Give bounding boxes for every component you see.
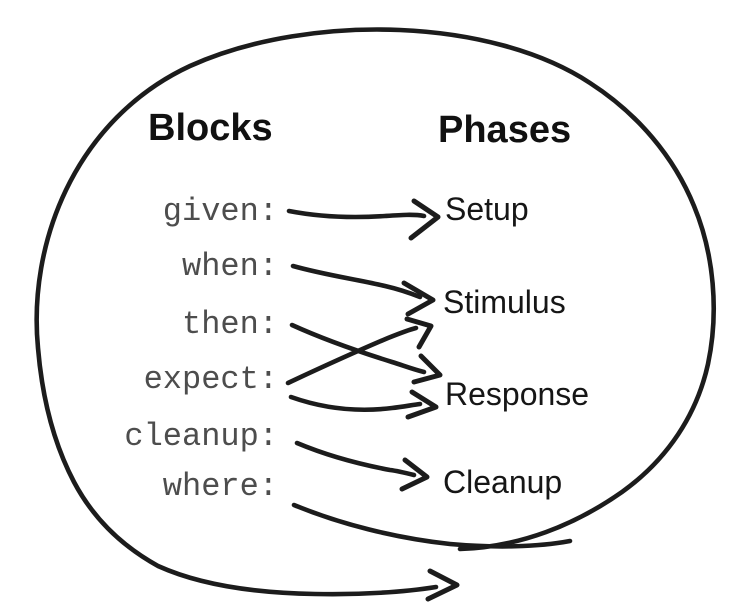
block-label-expect: expect:	[143, 361, 278, 398]
phase-label-setup: Setup	[445, 191, 529, 227]
block-label-where: where:	[162, 468, 278, 505]
arrowhead-expect-to-stimulus	[404, 316, 434, 350]
block-label-then: then:	[181, 306, 278, 343]
arrow-cleanup-to-cleanup	[294, 440, 417, 478]
block-label-given: given:	[162, 193, 278, 230]
arrowhead-cleanup-to-cleanup	[399, 457, 430, 492]
arrowhead-then-to-response	[411, 353, 443, 385]
arrowhead-given-to-setup	[408, 198, 441, 241]
block-label-cleanup: cleanup:	[124, 418, 278, 455]
enclosure-circle-stroke	[34, 27, 716, 597]
blocks-header: Blocks	[148, 107, 273, 149]
arrow-when-to-stimulus	[290, 263, 423, 300]
phase-label-stimulus: Stimulus	[443, 284, 566, 320]
phases-header: Phases	[438, 109, 572, 151]
phase-label-cleanup: Cleanup	[443, 464, 563, 500]
arrow-expect-to-response	[288, 394, 423, 412]
arrowhead-when-to-stimulus	[401, 280, 436, 317]
arrow-where-tail	[291, 502, 573, 549]
arrow-then-to-response	[289, 322, 427, 375]
arrow-given-to-setup	[286, 208, 427, 220]
arrow-expect-to-stimulus	[285, 325, 419, 386]
where-exit-arrowhead	[425, 568, 460, 602]
block-label-when: when:	[181, 248, 278, 285]
phase-label-response: Response	[445, 376, 590, 412]
arrowhead-expect-to-response	[405, 389, 439, 420]
